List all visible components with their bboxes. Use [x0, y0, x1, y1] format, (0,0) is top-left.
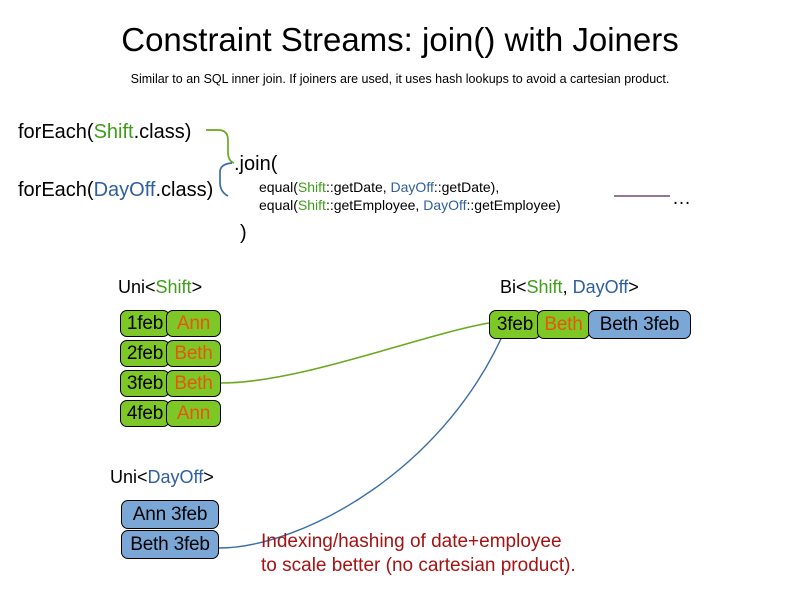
uni-shift-cell-date: 1feb [120, 310, 170, 337]
label-bi-suffix: > [628, 277, 639, 297]
code-join-open: .join( [234, 153, 278, 175]
label-uni-shift-prefix: Uni< [118, 277, 156, 297]
label-uni-dayoff-type: DayOff [147, 467, 204, 487]
code-joiner-equal-date: equal(Shift::getDate, DayOff::getDate), [259, 178, 499, 196]
label-uni-shift-suffix: > [191, 277, 203, 297]
code-join-close: ) [240, 222, 247, 244]
joiner1-prefix: equal( [259, 179, 298, 195]
label-bi-stream: Bi<Shift, DayOff> [500, 276, 639, 298]
label-bi-prefix: Bi< [500, 277, 527, 297]
bottom-caption-line1: Indexing/hashing of date+employee [261, 531, 562, 552]
label-uni-dayoff: Uni<DayOff> [110, 466, 214, 488]
code-foreach-shift: forEach(Shift.class) [18, 120, 191, 144]
bi-cell-dayoff: Beth 3feb [588, 310, 691, 339]
uni-dayoff-cell: Ann 3feb [121, 500, 219, 529]
code-ellipsis: … [672, 188, 692, 209]
label-uni-shift: Uni<Shift> [118, 276, 202, 298]
code-joiner-equal-employee: equal(Shift::getEmployee, DayOff::getEmp… [259, 196, 561, 214]
uni-shift-cell-employee: Ann [166, 400, 221, 427]
label-uni-dayoff-suffix: > [203, 467, 214, 487]
code-type-shift: Shift [93, 121, 134, 143]
code-type-dayoff: DayOff [93, 179, 156, 201]
uni-shift-cell-employee: Beth [166, 370, 221, 397]
code-foreach-shift-suffix: .class) [133, 121, 192, 143]
code-foreach-shift-prefix: forEach( [18, 121, 94, 143]
uni-shift-cell-employee: Beth [166, 340, 221, 367]
joiner2-right-type: DayOff [423, 197, 467, 213]
bottom-caption-line2: to scale better (no cartesian product). [261, 555, 576, 576]
brace-dayoff-to-join [219, 162, 233, 197]
joiner1-left-type: Shift [297, 179, 326, 195]
curve-dayoff-to-bi [218, 317, 511, 549]
joiner2-left-type: Shift [297, 197, 326, 213]
label-uni-shift-type: Shift [155, 277, 192, 297]
page-title: Constraint Streams: join() with Joiners [121, 21, 679, 58]
label-bi-type-dayoff: DayOff [572, 277, 629, 297]
label-uni-dayoff-prefix: Uni< [110, 467, 148, 487]
uni-shift-cell-employee: Ann [166, 310, 221, 337]
bi-cell-shift-employee: Beth [537, 310, 590, 339]
joiner1-right-ref: ::getDate), [433, 179, 500, 195]
code-foreach-dayoff: forEach(DayOff.class) [18, 178, 213, 202]
joiner1-left-ref: ::getDate, [325, 179, 391, 195]
brace-shift-to-join [206, 129, 235, 164]
label-bi-sep: , [562, 277, 573, 297]
joiner1-right-type: DayOff [390, 179, 434, 195]
curve-shift-to-bi [220, 322, 490, 384]
code-foreach-dayoff-prefix: forEach( [18, 179, 94, 201]
joiner2-left-ref: ::getEmployee, [325, 197, 424, 213]
uni-dayoff-cell: Beth 3feb [121, 530, 219, 559]
uni-shift-cell-date: 4feb [120, 400, 170, 427]
uni-shift-cell-date: 2feb [120, 340, 170, 367]
bi-cell-shift-date: 3feb [489, 310, 541, 339]
joiner2-right-ref: ::getEmployee) [466, 197, 561, 213]
page-subtitle: Similar to an SQL inner join. If joiners… [130, 72, 670, 86]
code-foreach-dayoff-suffix: .class) [155, 179, 214, 201]
bottom-caption: Indexing/hashing of date+employee to sca… [261, 530, 576, 578]
label-bi-type-shift: Shift [526, 277, 563, 297]
joiner2-prefix: equal( [259, 197, 298, 213]
uni-shift-cell-date: 3feb [120, 370, 170, 397]
